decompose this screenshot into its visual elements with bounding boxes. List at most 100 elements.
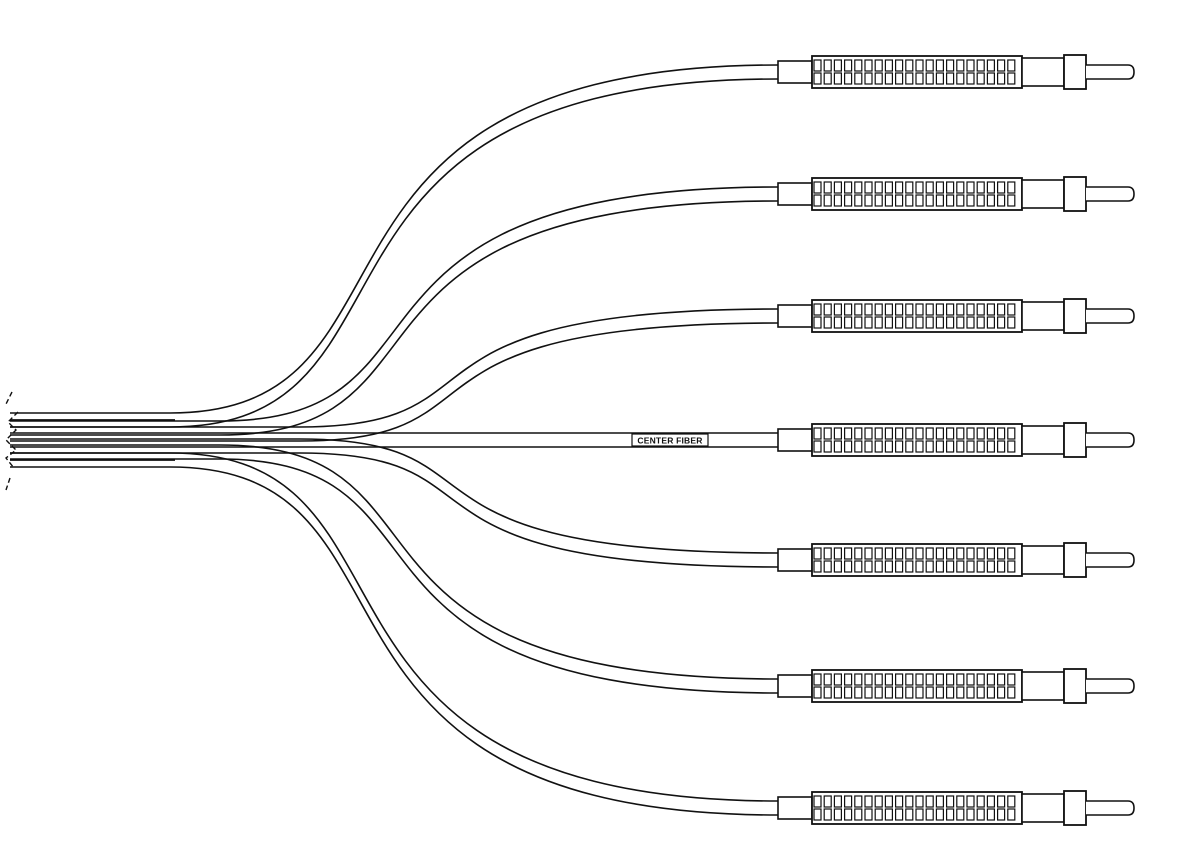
boot-rib [915, 440, 924, 453]
boot-rib [833, 427, 843, 440]
boot-rib [894, 181, 904, 194]
fiber-2-edge-bottom [10, 200, 779, 436]
boot-rib [996, 194, 1006, 207]
connector-5 [777, 542, 1135, 578]
boot-rib [813, 808, 822, 821]
boot-rib [935, 440, 945, 453]
connector-boot [811, 299, 1023, 333]
fiber-7-edge-top [10, 452, 779, 802]
boot-rib [864, 686, 873, 699]
boot-rib [966, 560, 975, 573]
boot-rib [843, 316, 853, 329]
boot-rib [884, 316, 894, 329]
boot-rib [813, 440, 822, 453]
connector-ferrule [1086, 800, 1135, 816]
boot-rib [935, 194, 945, 207]
boot-rib [905, 808, 914, 821]
boot-rib [956, 673, 965, 686]
boot-rib [864, 72, 873, 85]
boot-rib [986, 440, 996, 453]
boot-rib [976, 808, 985, 821]
boot-rib [894, 72, 904, 85]
boot-rib [966, 686, 975, 699]
connector-ferrule [1086, 678, 1135, 694]
boot-rib [986, 560, 996, 573]
connector-coupling-nut [1063, 176, 1087, 212]
boot-rib [905, 316, 914, 329]
boot-rib [915, 72, 924, 85]
boot-rib [956, 440, 965, 453]
boot-rib [905, 181, 914, 194]
center-fiber-label-group: CENTER FIBER [631, 433, 709, 447]
boot-rib [854, 181, 863, 194]
boot-rib [945, 427, 955, 440]
connector-strain-relief [777, 304, 813, 328]
boot-rib [823, 808, 832, 821]
connector-strain-relief [777, 548, 813, 572]
boot-rib [925, 72, 934, 85]
boot-rib [905, 440, 914, 453]
boot-rib [1007, 808, 1016, 821]
boot-rib [813, 547, 822, 560]
boot-rib [976, 795, 985, 808]
boot-rib [935, 547, 945, 560]
boot-rib [854, 427, 863, 440]
boot-rib [966, 316, 975, 329]
bundle-break-mark [5, 391, 19, 491]
connector-body [1021, 793, 1065, 823]
boot-rib [945, 72, 955, 85]
boot-rib [1007, 194, 1016, 207]
boot-rib [894, 440, 904, 453]
boot-rib [915, 686, 924, 699]
connector-1 [777, 54, 1135, 90]
boot-rib [976, 181, 985, 194]
boot-rib [864, 440, 873, 453]
boot-rib [813, 303, 822, 316]
boot-rib [1007, 181, 1016, 194]
boot-rib [986, 808, 996, 821]
boot-rib [864, 316, 873, 329]
boot-rib [966, 303, 975, 316]
boot-rib [935, 303, 945, 316]
boot-rib [884, 72, 894, 85]
boot-rib [823, 686, 832, 699]
boot-rib [874, 560, 883, 573]
boot-rib [854, 808, 863, 821]
boot-rib [874, 194, 883, 207]
boot-rib [905, 59, 914, 72]
boot-rib [945, 59, 955, 72]
boot-rib [864, 427, 873, 440]
boot-rib [843, 686, 853, 699]
boot-rib [854, 686, 863, 699]
connector-group [777, 54, 1135, 826]
boot-rib [813, 181, 822, 194]
boot-rib [976, 560, 985, 573]
connector-7 [777, 790, 1135, 826]
boot-rib [996, 316, 1006, 329]
boot-rib [956, 194, 965, 207]
boot-rib [813, 560, 822, 573]
boot-rib [966, 427, 975, 440]
boot-rib [986, 795, 996, 808]
connector-3 [777, 298, 1135, 334]
boot-rib [894, 194, 904, 207]
boot-rib [956, 808, 965, 821]
boot-rib [884, 427, 894, 440]
boot-rib [1007, 303, 1016, 316]
boot-rib [915, 673, 924, 686]
connector-ferrule [1086, 186, 1135, 202]
boot-rib [956, 72, 965, 85]
boot-rib [945, 560, 955, 573]
boot-rib [1007, 673, 1016, 686]
boot-rib [894, 316, 904, 329]
boot-rib [996, 808, 1006, 821]
boot-rib [1007, 427, 1016, 440]
boot-rib [1007, 547, 1016, 560]
connector-ferrule [1086, 552, 1135, 568]
boot-rib [905, 303, 914, 316]
boot-rib [874, 427, 883, 440]
connector-2 [777, 176, 1135, 212]
boot-rib [996, 181, 1006, 194]
boot-rib [823, 547, 832, 560]
